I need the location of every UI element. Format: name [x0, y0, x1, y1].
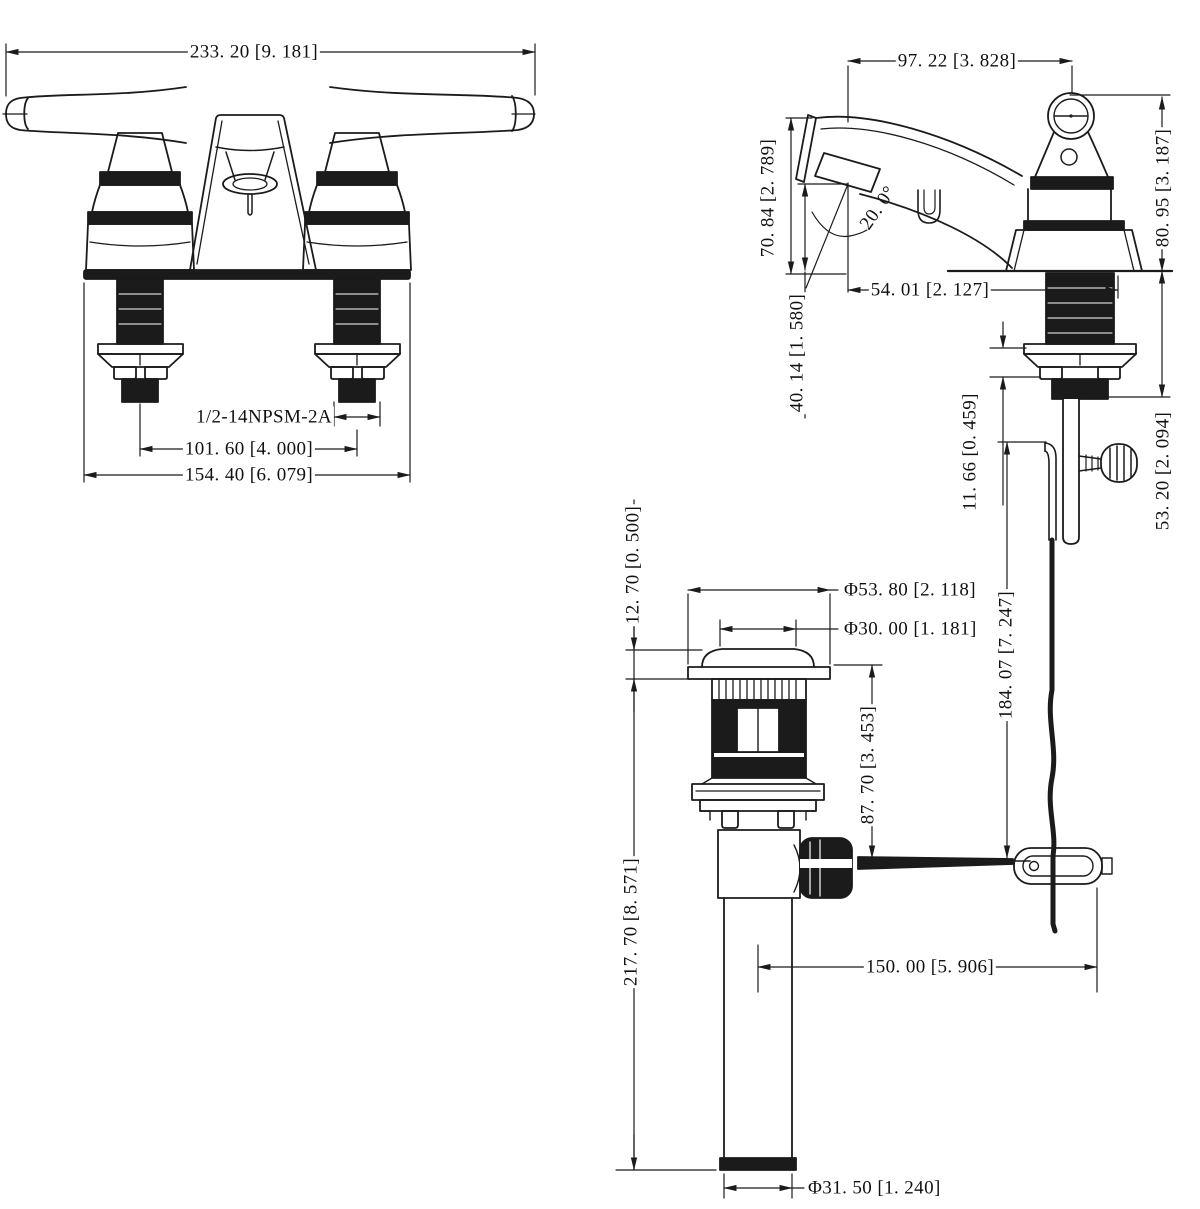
side-handle — [1005, 92, 1143, 272]
dim-side-overall-height: 80. 95 [3. 187] — [1152, 126, 1174, 250]
dim-side-lift-rod-drop: 184. 07 [7. 247] — [995, 588, 1017, 722]
dim-drain-tailpiece-diameter: Φ31. 50 [1. 240] — [806, 1177, 943, 1199]
lift-rod — [1062, 398, 1080, 545]
drain-tee-body — [717, 829, 853, 899]
dim-drain-flange-diameter: Φ53. 80 [2. 118] — [842, 579, 978, 601]
front-center-hub — [189, 114, 317, 271]
dim-drain-rod-reach: 150. 00 [5. 906] — [863, 956, 997, 978]
dim-side-outlet-height: 40. 14 [1. 580] — [786, 291, 808, 415]
front-right-handle — [302, 86, 536, 271]
side-view-drawing — [785, 57, 1174, 934]
drain-threaded-body — [701, 699, 817, 785]
dim-side-shank-length: 53. 20 [2. 094] — [1152, 409, 1174, 533]
dim-front-handle-spacing: 101. 60 [4. 000] — [182, 438, 316, 460]
dim-drain-cap-height: 12. 70 [0. 500] — [622, 503, 644, 627]
side-shank — [1023, 272, 1137, 400]
dim-side-outlet-offset: 54. 01 [2. 127] — [868, 279, 992, 301]
lift-rod-knob — [1078, 443, 1138, 483]
drain-tailpiece — [719, 897, 797, 1171]
front-right-shank — [314, 278, 401, 403]
front-view-drawing — [2, 43, 536, 483]
dim-side-spout-height: 70. 84 [2. 789] — [757, 136, 779, 260]
front-left-shank — [97, 278, 184, 403]
dim-side-locknut-thickness: 11. 66 [0. 459] — [959, 391, 981, 513]
drain-splined-collar — [711, 678, 807, 701]
front-mounting-deck — [83, 269, 411, 280]
dim-drain-body-height: 87. 70 [3. 453] — [857, 703, 879, 827]
side-spout — [795, 114, 1023, 269]
dim-front-overall-width: 233. 20 [9. 181] — [187, 41, 321, 63]
drain-pop-up-cap — [687, 648, 831, 680]
dim-front-thread-spec: 1/2-14NPSM-2A — [193, 406, 335, 428]
front-left-handle — [2, 86, 195, 271]
clevis-clip — [1013, 847, 1113, 885]
dim-drain-overall-height: 217. 70 [8. 571] — [620, 855, 642, 989]
dim-front-base-width: 154. 40 [6. 079] — [182, 464, 316, 486]
dim-drain-cap-diameter: Φ30. 00 [1. 181] — [842, 618, 979, 640]
pop-up-strap — [1044, 442, 1058, 934]
pivot-rod — [857, 856, 1031, 870]
dim-side-spout-reach: 97. 22 [3. 828] — [895, 50, 1019, 72]
drain-coupling-nut — [691, 783, 825, 829]
